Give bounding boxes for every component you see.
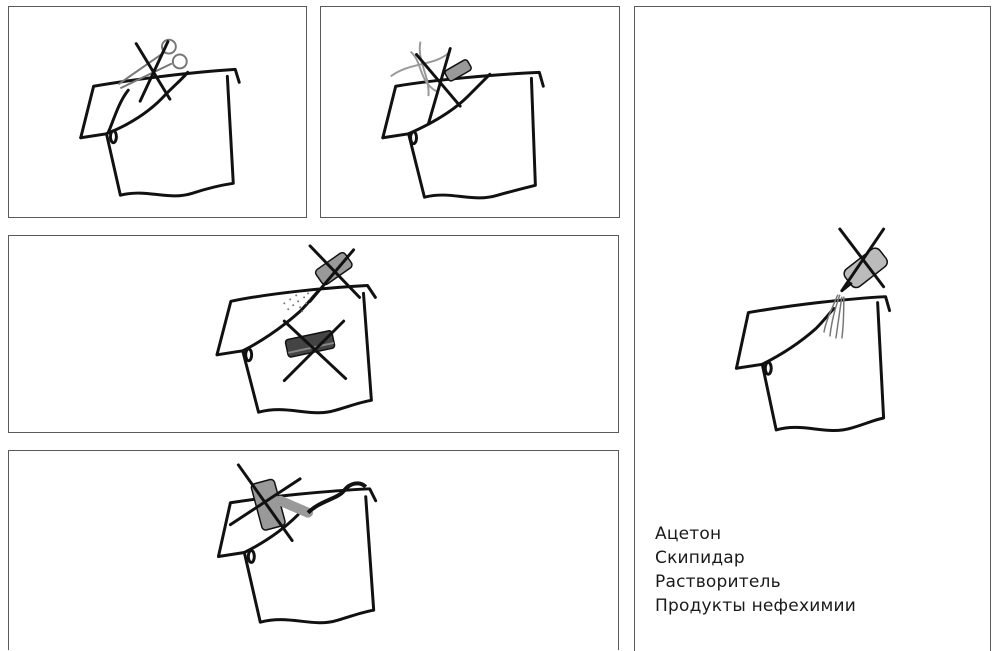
sheet-with-hair-dryer-illustration: [9, 451, 618, 650]
sheet-with-iron-illustration: [321, 7, 619, 217]
panel-no-spray-and-brush: [8, 235, 619, 433]
panel-no-scissors: [8, 6, 307, 218]
panel-no-hair-dryer: [8, 450, 619, 650]
solvent-item-thinner: Растворитель: [655, 570, 856, 594]
cross-mark-icon: [136, 42, 170, 101]
solvent-item-petrochemicals: Продукты нефехимии: [655, 594, 856, 618]
solvent-item-acetone: Ацетон: [655, 522, 856, 546]
iron-icon: [391, 42, 472, 96]
sheet-with-scissors-illustration: [9, 7, 306, 217]
solvent-item-turpentine: Скипидар: [655, 546, 856, 570]
sheet-icon: [383, 72, 543, 198]
panel-no-iron: [320, 6, 620, 218]
sheet-with-spray-and-brush-illustration: [9, 236, 618, 432]
sheet-icon: [81, 69, 239, 195]
sheet-icon: [736, 297, 889, 431]
solvents-list: Ацетон Скипидар Растворитель Продукты не…: [655, 522, 856, 618]
